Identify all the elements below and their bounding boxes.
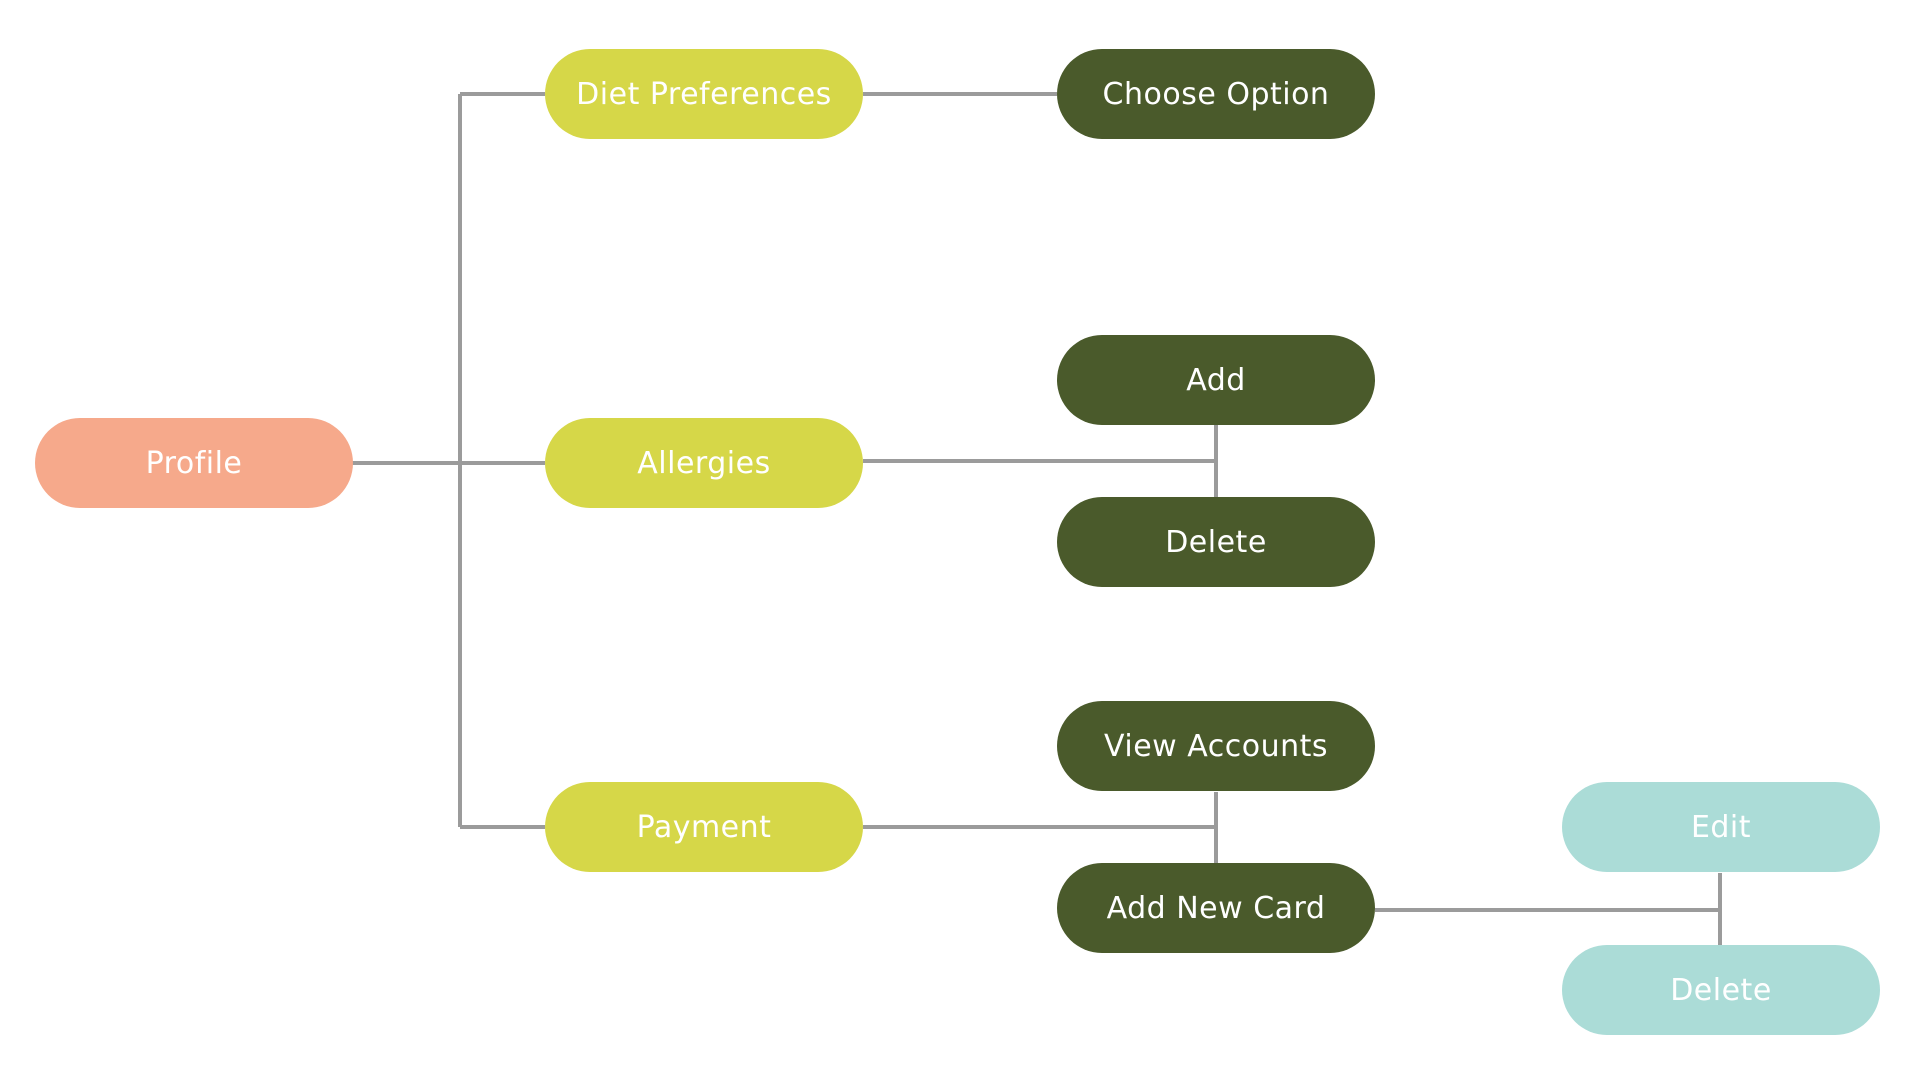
payment-node[interactable]: Payment: [545, 782, 863, 872]
card-delete-node-label: Delete: [1670, 972, 1772, 1008]
choose-option-node[interactable]: Choose Option: [1057, 49, 1375, 139]
card-edit-node-label: Edit: [1690, 809, 1752, 845]
allergies-add-node[interactable]: Add: [1057, 335, 1375, 425]
allergies-node[interactable]: Allergies: [545, 418, 863, 508]
allergies-add-node-label: Add: [1186, 362, 1246, 398]
diet-preferences-node[interactable]: Diet Preferences: [545, 49, 863, 139]
profile-node[interactable]: Profile: [35, 418, 353, 508]
choose-option-node-label: Choose Option: [1102, 76, 1330, 112]
add-new-card-node[interactable]: Add New Card: [1057, 863, 1375, 953]
add-new-card-node-label: Add New Card: [1106, 890, 1326, 926]
allergies-delete-node[interactable]: Delete: [1057, 497, 1375, 587]
allergies-delete-node-label: Delete: [1165, 524, 1267, 560]
card-delete-node[interactable]: Delete: [1562, 945, 1880, 1035]
diet-preferences-node-label: Diet Preferences: [576, 76, 832, 112]
allergies-node-label: Allergies: [637, 445, 771, 481]
card-edit-node[interactable]: Edit: [1562, 782, 1880, 872]
view-accounts-node-label: View Accounts: [1104, 728, 1328, 764]
profile-node-label: Profile: [145, 445, 243, 481]
view-accounts-node[interactable]: View Accounts: [1057, 701, 1375, 791]
payment-node-label: Payment: [636, 809, 772, 845]
